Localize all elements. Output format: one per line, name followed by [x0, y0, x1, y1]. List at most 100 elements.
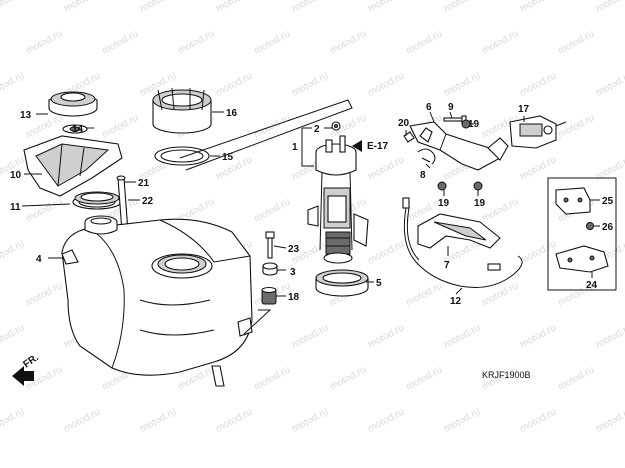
callout-24: 24: [586, 280, 598, 291]
seat-lock: [509, 115, 567, 149]
callout-9: 9: [448, 102, 454, 113]
mount-bracket: [555, 245, 609, 273]
callout-20: 20: [398, 118, 410, 129]
front-marker-text: FR.: [21, 352, 41, 370]
watermark-text: motod.ru: [252, 364, 292, 392]
callout-5: 5: [376, 278, 382, 289]
watermark-text: motod.ru: [290, 70, 330, 98]
callout-6: 6: [426, 102, 432, 113]
mounting-bolt: [262, 231, 278, 276]
watermark-text: motod.ru: [404, 280, 444, 308]
pump-cap-nut: [331, 121, 341, 131]
callout-labels: 1 2 3 4 5 6 7 8 9 10 11 12 13 14 15 16 1…: [10, 102, 614, 307]
watermark-text: motod.ru: [214, 0, 254, 15]
watermark-text: motod.ru: [62, 0, 102, 15]
watermark-text: motod.ru: [518, 406, 558, 434]
callout-7: 7: [444, 260, 450, 271]
watermark-text: motod.ru: [0, 70, 26, 98]
tank-bracket: [409, 121, 509, 171]
callout-19-b: 19: [438, 198, 450, 209]
watermark-text: motod.ru: [480, 280, 520, 308]
watermark-text: motod.ru: [290, 406, 330, 434]
watermark-text: motod.ru: [518, 70, 558, 98]
watermark-text: motod.ru: [328, 28, 368, 56]
callout-2: 2: [314, 124, 320, 135]
watermark-text: motod.ru: [518, 0, 558, 15]
watermark-text: motod.ru: [0, 238, 26, 266]
leader-lines: [21, 99, 600, 335]
watermark-text: motod.ru: [366, 0, 406, 15]
callout-19-c: 19: [474, 198, 486, 209]
watermark-text: motod.ru: [138, 0, 178, 15]
filler-ring: [72, 191, 122, 210]
watermark-text: motod.ru: [100, 112, 140, 140]
hinge-bracket: [417, 213, 501, 249]
watermark-text: motod.ru: [442, 406, 482, 434]
watermark-text: motod.ru: [290, 322, 330, 350]
callout-12: 12: [450, 296, 462, 307]
watermark-text: motod.ru: [0, 322, 26, 350]
watermark-text: motod.ru: [366, 406, 406, 434]
packing-ring: [154, 146, 210, 166]
watermark-text: motod.ru: [214, 406, 254, 434]
reference-tag-text: E-17: [367, 141, 389, 152]
watermark-text: motod.ru: [328, 364, 368, 392]
watermark-text: motod.ru: [252, 28, 292, 56]
watermark-text: motod.ru: [480, 28, 520, 56]
callout-11: 11: [10, 202, 21, 213]
pump-lock-ring: [315, 269, 369, 297]
callout-1: 1: [292, 142, 298, 153]
watermark-text: motod.ru: [214, 154, 254, 182]
callout-15: 15: [222, 152, 234, 163]
watermark-text: motod.ru: [24, 280, 64, 308]
callout-10: 10: [10, 170, 22, 181]
stay-bracket: [555, 187, 591, 215]
callout-26: 26: [602, 222, 614, 233]
watermark-text: motod.ru: [518, 238, 558, 266]
watermark-text: motod.ru: [404, 28, 444, 56]
watermark-text: motod.ru: [366, 154, 406, 182]
fuel-pump-unit: [307, 135, 369, 264]
watermark-text: motod.ru: [366, 238, 406, 266]
callout-13: 13: [20, 110, 32, 121]
watermark-text: motod.ru: [24, 28, 64, 56]
spring-clip: [417, 148, 436, 165]
callout-22: 22: [142, 196, 154, 207]
watermark-text: motod.ru: [594, 70, 625, 98]
flange-nut-a: [461, 119, 471, 129]
callout-16: 16: [226, 108, 238, 119]
watermark-text: motod.ru: [594, 406, 625, 434]
fuel-cap: [48, 91, 98, 117]
watermark-text: motod.ru: [24, 196, 64, 224]
callout-21: 21: [138, 178, 150, 189]
watermark-text: motod.ru: [594, 322, 625, 350]
watermark-text: motod.ru: [442, 322, 482, 350]
watermark-text: motod.ru: [594, 0, 625, 15]
watermark-text: motod.ru: [0, 406, 26, 434]
callout-4: 4: [36, 254, 42, 265]
set-ring: [152, 87, 212, 134]
watermark-text: motod.ru: [176, 28, 216, 56]
watermark-text: motod.ru: [0, 0, 26, 15]
watermark-text: motod.ru: [556, 364, 596, 392]
watermark-text: motod.ru: [366, 322, 406, 350]
watermark-text: motod.ru: [138, 406, 178, 434]
reference-tag: E-17: [352, 140, 389, 152]
fuel-tank: [61, 215, 253, 387]
watermark-text: motod.ru: [480, 196, 520, 224]
watermark-text: motod.ru: [62, 406, 102, 434]
watermark-text: motod.ru: [404, 364, 444, 392]
watermark-text: motod.ru: [290, 0, 330, 15]
lower-bracket-panel: [547, 177, 617, 291]
callout-18: 18: [288, 292, 300, 303]
watermark-text: motod.ru: [556, 28, 596, 56]
watermark-text: motod.ru: [518, 322, 558, 350]
callout-19-a: 19: [468, 119, 480, 130]
watermark-text: motod.ru: [252, 196, 292, 224]
watermark-text: motod.ru: [442, 0, 482, 15]
flange-nut-c: [473, 181, 483, 191]
flange-nut-b: [437, 181, 447, 191]
watermark-text: motod.ru: [214, 70, 254, 98]
cap-washer: [62, 124, 88, 134]
